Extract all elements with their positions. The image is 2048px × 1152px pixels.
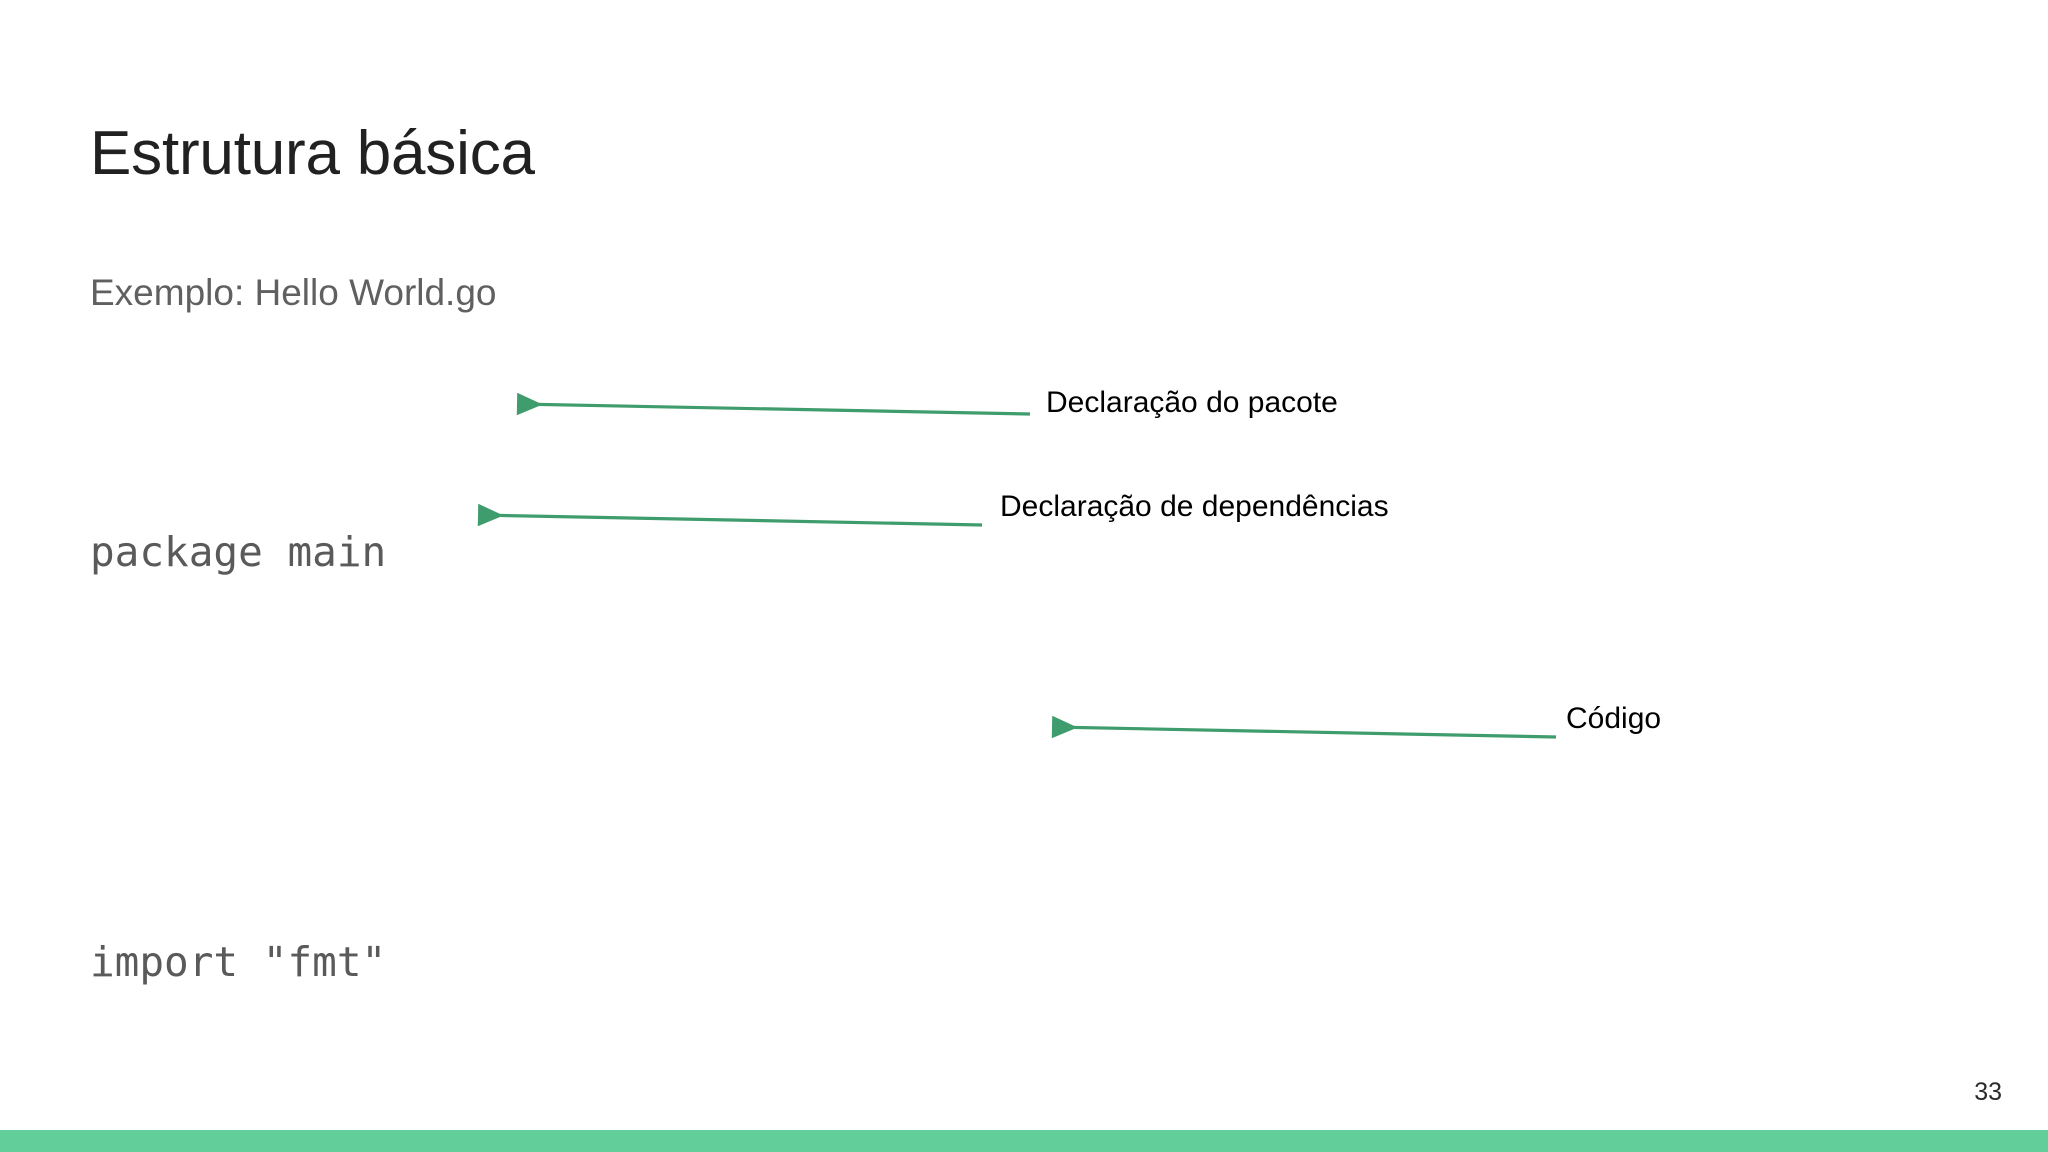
page-title: Estrutura básica [90,119,535,188]
slide-subtitle: Exemplo: Hello World.go [90,272,497,313]
code-block: package main import "fmt" func main() { … [90,372,855,1152]
annotation-label-code: Código [1566,702,1662,735]
page-number: 33 [1974,1078,2002,1106]
annotation-label-package: Declaração do pacote [1046,386,1338,419]
footer-accent-bar [0,1130,2048,1152]
code-line: package main [90,528,387,576]
annotation-arrow-icon [1051,715,1557,739]
annotation-label-dependencies: Declaração de dependências [1000,490,1389,523]
code-line-blank [90,732,855,782]
code-line: import "fmt" [90,938,387,986]
